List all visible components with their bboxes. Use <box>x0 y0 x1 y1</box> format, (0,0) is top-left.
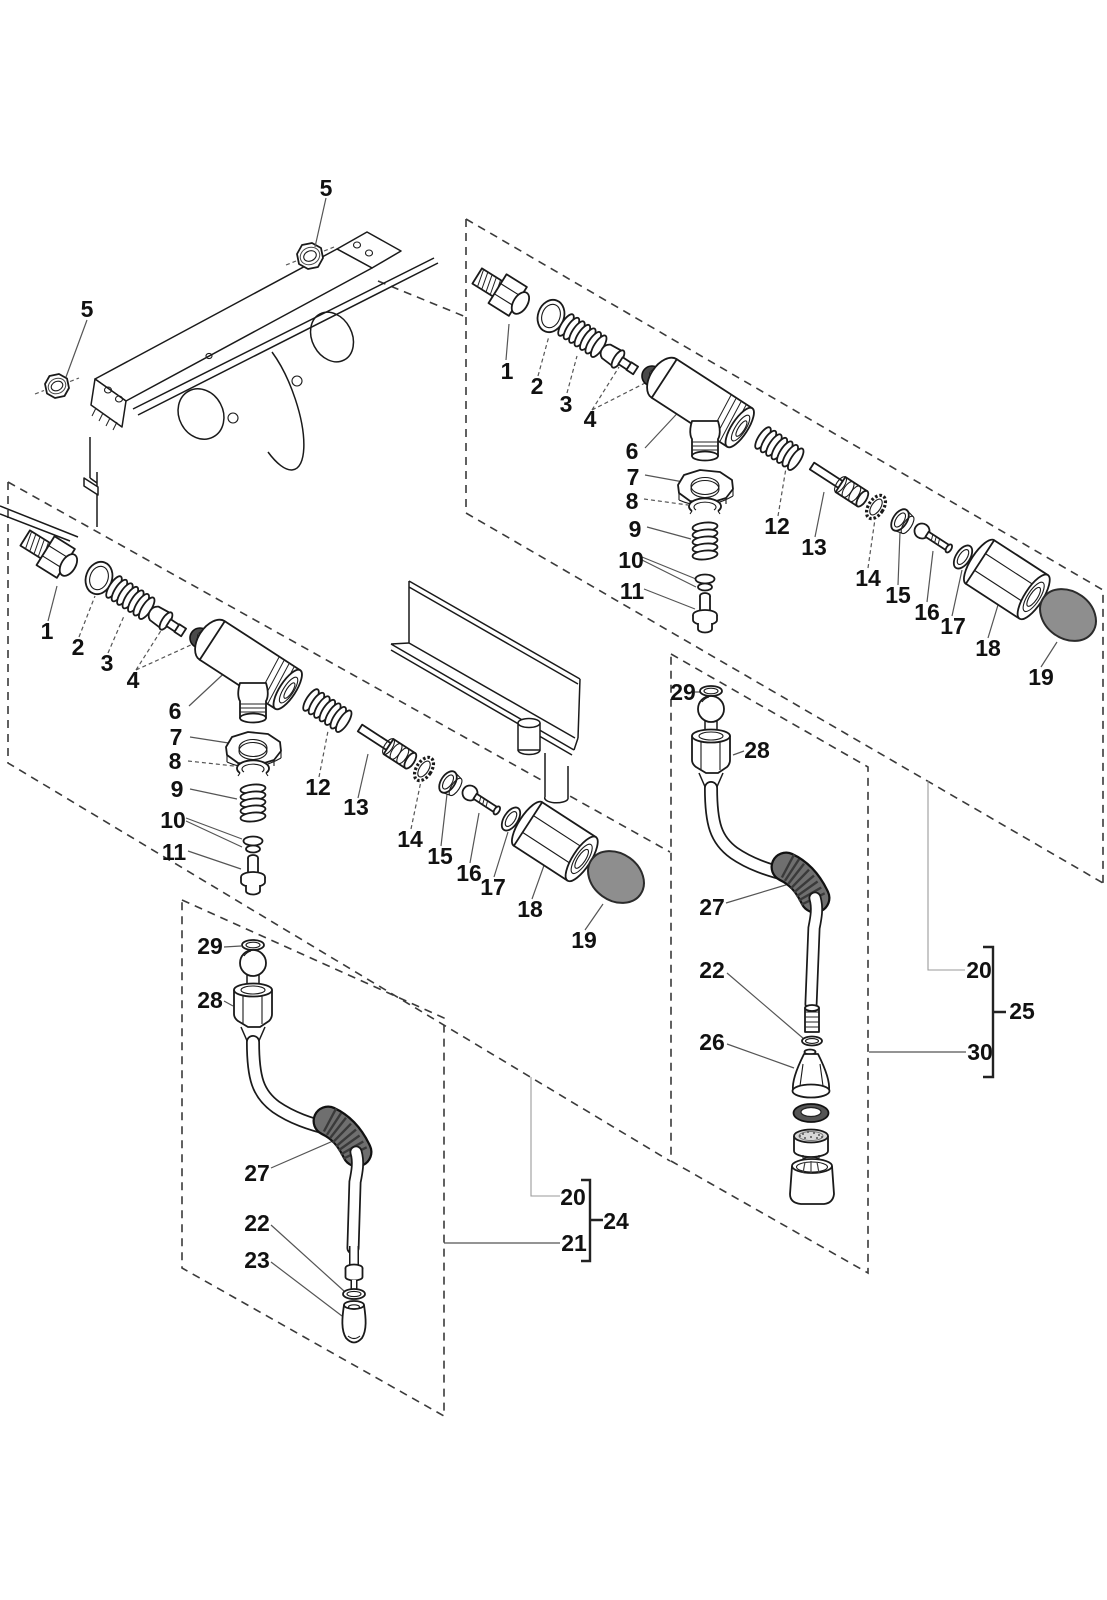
panel-hidden-edge <box>377 280 467 318</box>
tray-leg <box>544 753 569 804</box>
mounting-nut-left <box>34 373 80 399</box>
part-label-mid-7: 7 <box>170 724 183 750</box>
upper-valve-box <box>465 218 1104 884</box>
part-label-rightwand-30: 30 <box>967 1039 993 1065</box>
part-label-upper-6: 6 <box>626 438 639 464</box>
part-label-mid-16: 16 <box>456 860 482 886</box>
part-label-leftwand-24: 24 <box>603 1208 629 1234</box>
threaded-tube-end <box>804 1004 820 1033</box>
left-wand-assembly <box>234 940 367 1344</box>
part-label-mid-15: 15 <box>427 843 453 869</box>
frother-gasket <box>792 1103 830 1123</box>
part-label-upper-3: 3 <box>560 391 573 417</box>
left-wand-box <box>181 899 445 1418</box>
part-label-mid-10: 10 <box>160 807 186 833</box>
part-label-upper-10: 10 <box>618 547 644 573</box>
part-label-upper-11: 11 <box>620 578 645 604</box>
part-label-leftwand-28: 28 <box>197 987 223 1013</box>
right-wand-box <box>670 653 869 1275</box>
part-label-upper-4: 4 <box>584 406 597 432</box>
part-label-leftwand-23: 23 <box>244 1247 270 1273</box>
part-label-upper-8: 8 <box>626 488 639 514</box>
part-label-rightwand-27: 27 <box>699 894 725 920</box>
kit-bracket-right <box>983 945 1006 1079</box>
tray-boss <box>517 717 541 756</box>
frother-strainer <box>793 1128 829 1164</box>
part-label-rightwand-20: 20 <box>966 957 992 983</box>
part-label-upper-19: 19 <box>1028 664 1054 690</box>
part-label-upper-15: 15 <box>885 582 911 608</box>
mounting-bracket <box>0 231 439 542</box>
leader-lines <box>47 197 1058 1317</box>
part-label-bracket-5-left: 5 <box>81 296 94 322</box>
part-label-upper-12: 12 <box>764 513 790 539</box>
mounting-nut-right <box>285 242 335 270</box>
part-label-mid-8: 8 <box>169 748 182 774</box>
part-label-bracket-5-right: 5 <box>320 175 333 201</box>
part-label-upper-13: 13 <box>801 534 827 560</box>
part-label-rightwand-25: 25 <box>1009 998 1035 1024</box>
part-label-upper-14: 14 <box>855 565 881 591</box>
tip-o-ring <box>342 1288 366 1300</box>
right-wand-lower-tube <box>804 891 824 1033</box>
frother-cone <box>791 1048 831 1099</box>
part-label-mid-14: 14 <box>397 826 423 852</box>
part-label-leftwand-21: 21 <box>561 1230 587 1256</box>
part-label-upper-18: 18 <box>975 635 1001 661</box>
part-label-upper-9: 9 <box>629 516 642 542</box>
part-label-upper-7: 7 <box>627 464 640 490</box>
kit-bracket-left <box>581 1178 603 1263</box>
part-label-leftwand-22: 22 <box>244 1210 270 1236</box>
steam-tip <box>341 1300 367 1344</box>
part-label-rightwand-26: 26 <box>699 1029 725 1055</box>
part-label-mid-2: 2 <box>72 634 85 660</box>
boiler-tray <box>390 580 581 804</box>
part-label-leftwand-29: 29 <box>197 933 223 959</box>
frother-o-ring <box>801 1035 823 1047</box>
part-label-upper-17: 17 <box>940 613 966 639</box>
part-label-mid-12: 12 <box>305 774 331 800</box>
part-label-leftwand-20: 20 <box>560 1184 586 1210</box>
part-label-mid-6: 6 <box>169 698 182 724</box>
left-wand-lower-tube <box>344 1145 365 1291</box>
part-label-rightwand-22: 22 <box>699 957 725 983</box>
upper-valve-assembly <box>468 262 1106 652</box>
part-label-mid-19: 19 <box>571 927 597 953</box>
part-label-mid-11: 11 <box>162 839 187 865</box>
part-label-mid-18: 18 <box>517 896 543 922</box>
part-label-rightwand-28: 28 <box>744 737 770 763</box>
part-label-mid-1: 1 <box>41 618 54 644</box>
part-label-upper-1: 1 <box>501 358 514 384</box>
part-label-mid-9: 9 <box>171 776 184 802</box>
part-label-mid-4: 4 <box>127 667 140 693</box>
part-label-mid-17: 17 <box>480 874 506 900</box>
part-label-rightwand-29: 29 <box>670 679 696 705</box>
part-label-mid-3: 3 <box>101 650 114 676</box>
right-wand-assembly <box>692 686 835 1205</box>
part-label-upper-16: 16 <box>914 599 940 625</box>
part-label-upper-2: 2 <box>531 373 544 399</box>
part-label-mid-13: 13 <box>343 794 369 820</box>
frother-cup <box>789 1158 835 1205</box>
part-number-labels: 5512346789101112131415161718191234678910… <box>41 175 1054 1273</box>
part-label-leftwand-27: 27 <box>244 1160 270 1186</box>
